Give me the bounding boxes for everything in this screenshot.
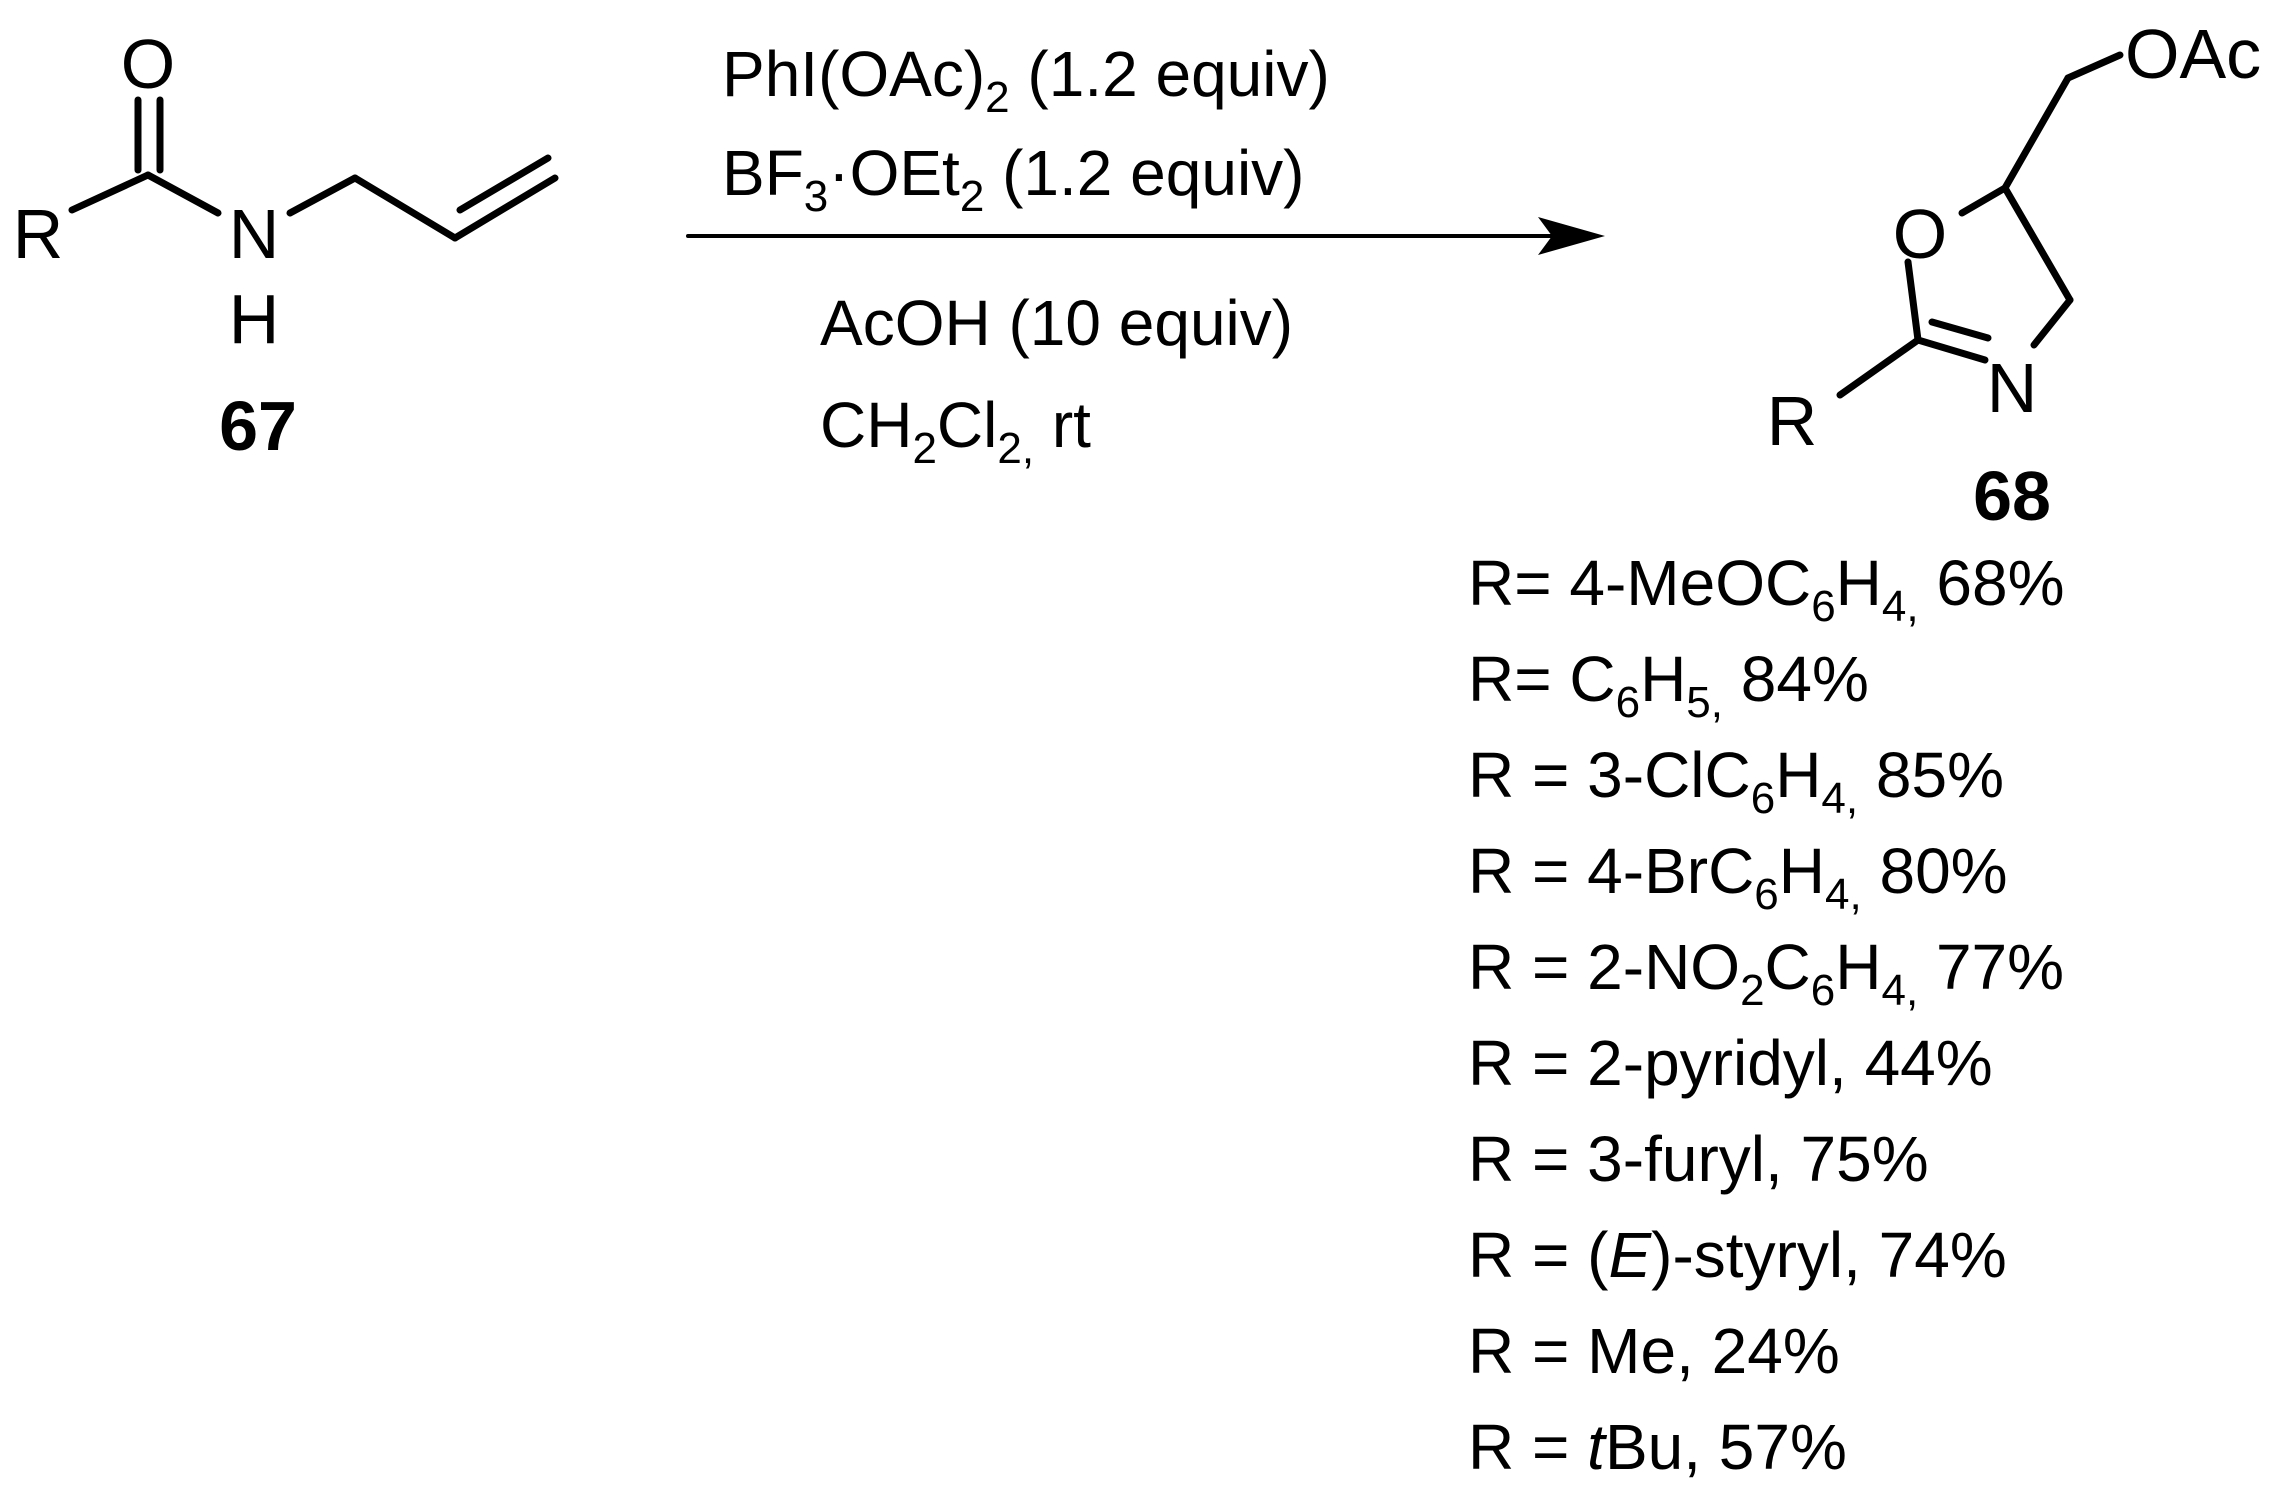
yield-entry: R = 3-furyl, 75% xyxy=(1468,1123,1929,1195)
bond-c4-c5 xyxy=(2001,184,2074,304)
bond-ch2-oac xyxy=(2064,51,2124,82)
bond-c2-r xyxy=(1836,336,1922,399)
bond-n-ch2 xyxy=(286,174,359,217)
bond-c2-n3-double-2 xyxy=(1928,318,1992,342)
yield-entry: R = Me, 24% xyxy=(1468,1315,1840,1387)
yield-entry: R = 2-NO2C6H4, 77% xyxy=(1468,931,2064,1015)
reactant-atom-n: N xyxy=(229,195,280,273)
bond-vinyl-2 xyxy=(456,154,552,214)
product-atom-o: O xyxy=(1893,195,1947,273)
reactant-label: 67 xyxy=(219,387,297,465)
condition-solvent: CH2Cl2, rt xyxy=(820,389,1091,473)
bond-n3-c4 xyxy=(2030,296,2074,349)
bond-carbonyl-n xyxy=(144,171,222,217)
condition-reagent-1: PhI(OAc)2 (1.2 equiv) xyxy=(722,38,1330,122)
condition-reagent-3: AcOH (10 equiv) xyxy=(820,287,1293,359)
reactant-atom-h: H xyxy=(229,280,280,358)
yield-entry: R = 4-BrC6H4, 80% xyxy=(1468,835,2008,919)
bond-o1-c2 xyxy=(1904,258,1922,344)
bond-ch2-ch xyxy=(351,174,459,242)
bond-r-carbonyl xyxy=(68,171,152,214)
product-atom-r: R xyxy=(1767,382,1818,460)
yield-entry: R= 4-MeOC6H4, 68% xyxy=(1468,547,2064,631)
bond-c5-ch2 xyxy=(2001,74,2072,192)
bond-c2-n3-double-1 xyxy=(1914,336,1989,364)
yield-entry: R = 2-pyridyl, 44% xyxy=(1468,1027,1993,1099)
reactant-structure xyxy=(68,96,559,242)
yield-entry: R = tBu, 57% xyxy=(1468,1411,1847,1483)
condition-reagent-2: BF3·OEt2 (1.2 equiv) xyxy=(722,137,1304,221)
yield-entry: R = 3-ClC6H4, 85% xyxy=(1468,739,2004,823)
yield-list: R= 4-MeOC6H4, 68% R= C6H5, 84% R = 3-ClC6H… xyxy=(1468,547,2064,1483)
product-atom-oac: OAc xyxy=(2125,15,2261,93)
yield-entry: R= C6H5, 84% xyxy=(1468,643,1869,727)
reactant-atom-r: R xyxy=(13,195,64,273)
product-label: 68 xyxy=(1973,457,2051,535)
bond-c5-o1 xyxy=(1958,184,2009,217)
bond-vinyl-1 xyxy=(451,174,559,242)
reaction-arrow-head xyxy=(1538,217,1605,255)
product-atom-n: N xyxy=(1987,349,2038,427)
yield-entry: R = (E)-styryl, 74% xyxy=(1468,1219,2007,1291)
reactant-atom-o: O xyxy=(121,25,175,103)
product-structure xyxy=(1836,51,2124,399)
